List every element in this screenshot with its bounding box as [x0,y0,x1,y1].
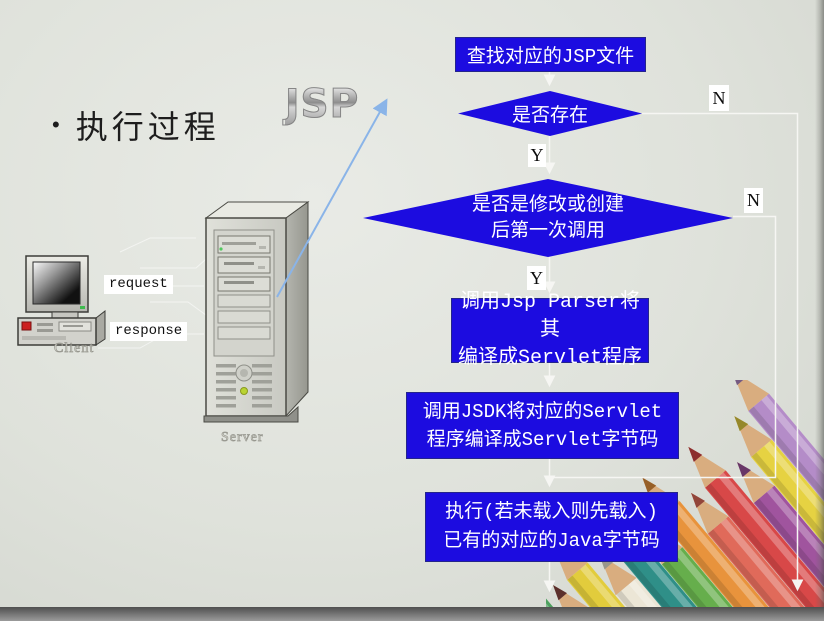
connector-exists-no [642,112,804,592]
flow-box-find-jsp: 查找对应的JSP文件 [455,37,646,72]
branch-label-no-1: N [709,85,729,111]
flow-box-parse: 调用Jsp Parser将其 编译成Servlet程序 [451,291,649,370]
bullet-icon: • [52,112,60,137]
branch-label-yes-1: Y [528,144,546,167]
server-to-jsp-arrow [276,98,388,298]
flow-box-execute-line1: 执行(若未载入则先载入) [445,501,658,523]
request-label: request [104,275,173,294]
flow-box-parse-line1: 调用Jsp Parser将其 [459,290,641,342]
slide-title: • 执行过程 [52,102,220,148]
response-label: response [110,322,188,341]
server-tower-illustration [203,201,310,423]
flow-box-compile-line1: 调用JSDK将对应的Servlet [422,400,663,423]
server-caption: Server [221,430,264,446]
flow-box-compile-line2: 程序编译成Servlet字节码 [426,428,659,451]
slide-bottom-shadow [0,607,824,621]
client-computer-illustration [17,255,106,346]
flow-diamond-first-call-line2: 后第一次调用 [490,220,605,242]
jsp-logo: JSP [284,82,360,128]
flow-box-compile: 调用JSDK将对应的Servlet 程序编译成Servlet字节码 [406,392,679,459]
branch-label-no-2: N [744,188,763,213]
flow-box-parse-line2: 编译成Servlet程序 [457,346,642,370]
client-caption: Client [54,341,95,357]
flow-box-execute-line2: 已有的对应的Java字节码 [443,530,660,552]
flow-diamond-exists-text: 是否存在 [511,105,588,127]
flow-box-find-jsp-text: 查找对应的JSP文件 [466,46,635,68]
flow-diamond-first-call-line1: 是否是修改或创建 [471,194,624,216]
slide-right-shadow [815,0,824,607]
branch-label-yes-2: Y [527,266,546,290]
slide-title-text: 执行过程 [75,108,220,146]
connector-firstcall-no [549,215,777,479]
flow-box-execute: 执行(若未载入则先载入) 已有的对应的Java字节码 [425,492,678,562]
